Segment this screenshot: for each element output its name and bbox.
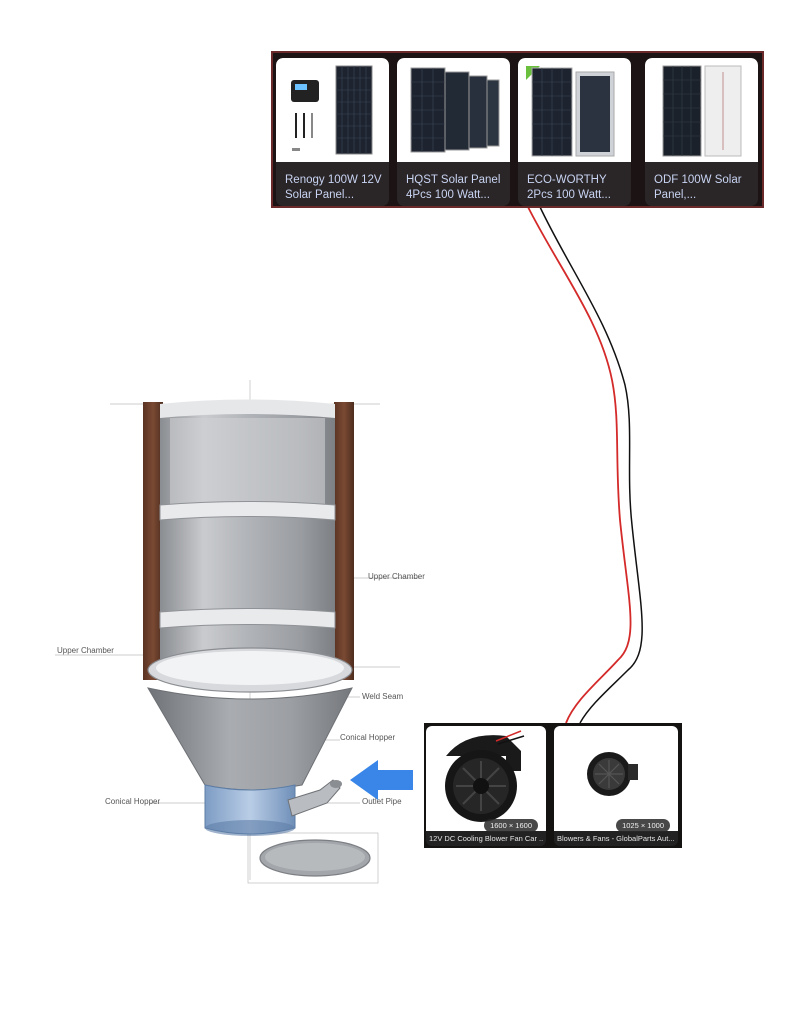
label-conical-hopper-left: Conical Hopper: [105, 797, 161, 806]
label-upper-chamber-left: Upper Chamber: [57, 646, 114, 655]
outer-wall-right: [334, 402, 354, 680]
airflow-arrow: [350, 760, 413, 800]
label-upper-chamber-right: Upper Chamber: [368, 572, 425, 581]
label-conical-hopper-right: Conical Hopper: [340, 733, 396, 742]
hqst-thumbnail: [397, 58, 510, 162]
globalparts-blower-thumbnail: [554, 726, 678, 831]
renogy-caption[interactable]: Renogy 100W 12V Solar Panel...: [285, 174, 382, 201]
result-card-hqst[interactable]: HQST Solar Panel 4Pcs 100 Watt...: [397, 58, 510, 206]
result-card-12v-blower[interactable]: 1600 × 1600 12V DC Cooling Blower Fan Ca…: [426, 726, 546, 846]
globalparts-caption[interactable]: Blowers & Fans - GlobalParts Aut...: [557, 834, 675, 843]
result-card-globalparts-blower[interactable]: 1025 × 1000 Blowers & Fans - GlobalParts…: [554, 726, 678, 846]
blower-fan-thumbnail: [426, 726, 546, 831]
wire-negative: [539, 206, 643, 724]
wire-positive: [527, 206, 632, 724]
blower-image-size-badge: 1600 × 1600: [484, 819, 538, 832]
solar-panel-results: Renogy 100W 12V Solar Panel... HQST Sola…: [271, 51, 764, 208]
blower-caption[interactable]: 12V DC Cooling Blower Fan Car ...: [429, 834, 543, 843]
outer-wall-left: [143, 402, 163, 680]
label-weld-seam: Weld Seam: [362, 692, 404, 701]
outlet-pipe: [287, 779, 341, 817]
renogy-thumbnail: [276, 58, 389, 162]
result-card-eco-worthy[interactable]: ECO-WORTHY 2Pcs 100 Watt...: [518, 58, 631, 206]
globalparts-image-size-badge: 1025 × 1000: [616, 819, 670, 832]
odf-thumbnail: [645, 58, 758, 162]
result-card-renogy[interactable]: Renogy 100W 12V Solar Panel...: [276, 58, 389, 206]
band-lower: [159, 608, 336, 629]
band-upper: [159, 501, 336, 521]
eco-worthy-thumbnail: [518, 58, 631, 162]
hqst-caption[interactable]: HQST Solar Panel 4Pcs 100 Watt...: [406, 174, 501, 201]
odf-caption[interactable]: ODF 100W Solar Panel,...: [654, 174, 742, 201]
label-outlet-pipe: Outlet Pipe: [362, 797, 402, 806]
eco-worthy-caption[interactable]: ECO-WORTHY 2Pcs 100 Watt...: [527, 174, 611, 201]
result-card-odf[interactable]: ODF 100W Solar Panel,...: [645, 58, 758, 206]
conical-hopper: [146, 687, 353, 791]
blower-fan-results: 1600 × 1600 12V DC Cooling Blower Fan Ca…: [424, 723, 682, 848]
